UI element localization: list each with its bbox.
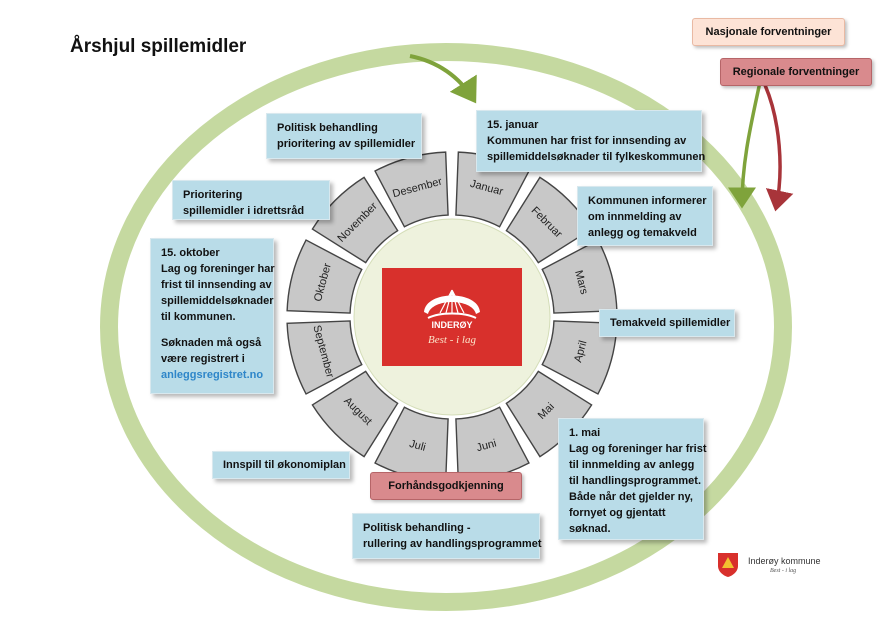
month-segment-mai: [505, 370, 593, 458]
month-segment-september: [286, 320, 363, 395]
center-slogan: Best - i lag: [428, 334, 476, 346]
month-label-juli: Juli: [408, 438, 427, 454]
page-title: Årshjul spillemidler: [70, 36, 247, 57]
bridge-logo-icon: INDERØY: [424, 289, 480, 330]
forhandsgodkjenning-label: Forhåndsgodkjenning: [370, 472, 522, 500]
month-label-april: April: [572, 339, 589, 363]
regionale-arrow: [763, 84, 794, 212]
month-label-juni: Juni: [475, 437, 498, 454]
box-mai-frist: 1. mai Lag og foreninger har frist til i…: [558, 418, 707, 540]
box-temakveld: Temakveld spillemidler: [599, 309, 735, 337]
box-politisk-prioritering: Politisk behandling prioritering av spil…: [266, 113, 422, 159]
anleggsregistret-link[interactable]: anleggsregistret.no: [161, 369, 264, 381]
box-prioritering-idrettsrad: Prioritering spillemidler i idrettsråd: [172, 180, 330, 220]
nasjonale-forventninger-label: Nasjonale forventninger: [692, 18, 845, 46]
coat-of-arms-icon: [718, 553, 738, 577]
center-logo-panel: INDERØY Best - i lag: [382, 268, 522, 366]
footer-logo-name: Inderøy kommune: [748, 556, 821, 566]
box-oktober-frist: 15. oktober Lag og foreninger har frist …: [150, 238, 275, 394]
outer-year-ring: [100, 43, 792, 611]
box-okonomiplan: Innspill til økonomiplan: [212, 451, 350, 479]
regionale-forventninger-label: Regionale forventninger: [720, 58, 872, 86]
box-kommunen-informerer: Kommunen informerer om innmelding av anl…: [577, 186, 713, 246]
box-januar-frist: 15. januar Kommunen har frist for innsen…: [476, 110, 705, 172]
january-arrow: [409, 54, 477, 104]
month-segment-desember: [374, 151, 449, 228]
month-segment-oktober: [286, 239, 363, 314]
box-politisk-rullering: Politisk behandling - rullering av handl…: [352, 513, 541, 559]
footer-logo-tagline: Best - i lag: [770, 568, 797, 574]
nasjonale-arrow: [728, 81, 762, 209]
month-segment-august: [311, 370, 399, 458]
brand-name: INDERØY: [431, 320, 472, 330]
